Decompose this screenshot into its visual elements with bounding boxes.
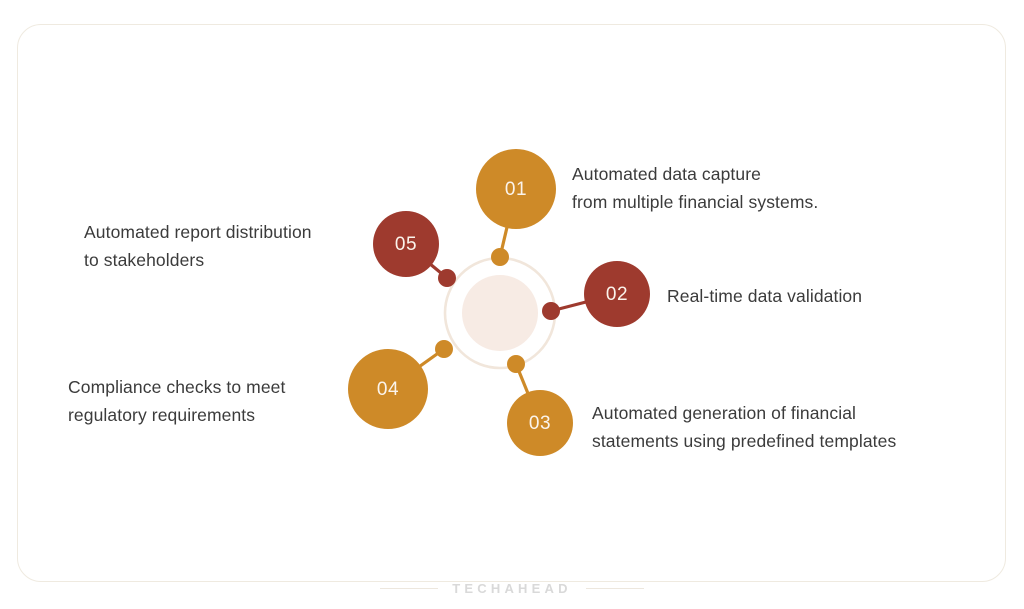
node-circle-05[interactable] bbox=[373, 211, 439, 277]
node-circle-01[interactable] bbox=[476, 149, 556, 229]
footer: TECHAHEAD bbox=[0, 581, 1024, 596]
node-circle-04[interactable] bbox=[348, 349, 428, 429]
node-label-04: Compliance checks to meet regulatory req… bbox=[68, 377, 286, 425]
hub-core bbox=[462, 275, 538, 351]
node-circle-03[interactable] bbox=[507, 390, 573, 456]
node-circle-02[interactable] bbox=[584, 261, 650, 327]
node-label-05: Automated report distribution to stakeho… bbox=[84, 222, 312, 270]
connector-dot-04 bbox=[435, 340, 453, 358]
connector-dot-05 bbox=[438, 269, 456, 287]
connector-dot-01 bbox=[491, 248, 509, 266]
node-label-03: Automated generation of financial statem… bbox=[592, 403, 897, 451]
node-label-01: Automated data capture from multiple fin… bbox=[572, 164, 819, 212]
connector-dot-02 bbox=[542, 302, 560, 320]
brand-wordmark: TECHAHEAD bbox=[452, 581, 572, 596]
node-label-02: Real-time data validation bbox=[667, 286, 863, 306]
footer-rule-left bbox=[380, 587, 439, 590]
connector-dot-03 bbox=[507, 355, 525, 373]
footer-rule-right bbox=[585, 587, 644, 590]
